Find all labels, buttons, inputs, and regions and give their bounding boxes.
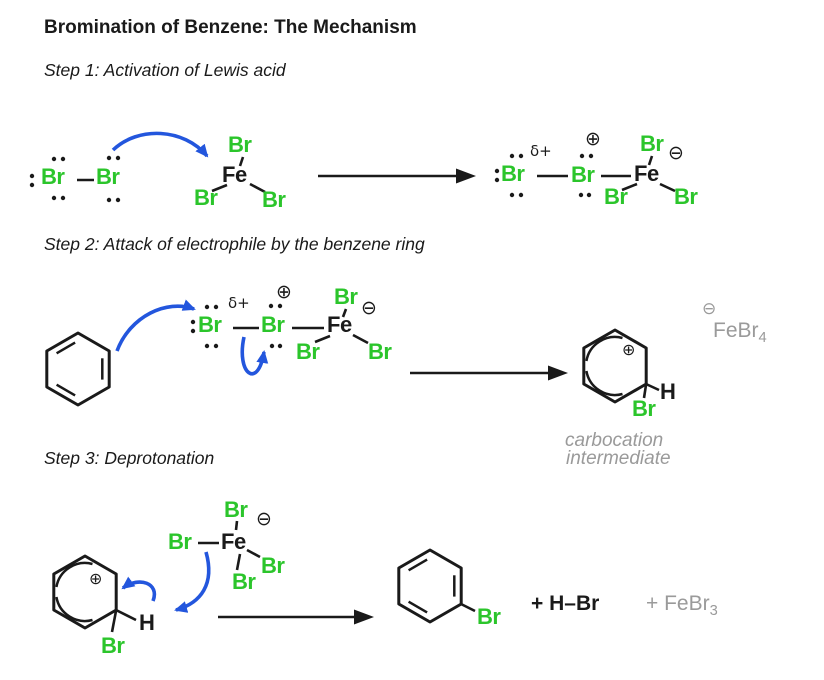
step3-label: Step 3: Deprotonation [44, 448, 215, 468]
br-atom: Br [168, 529, 192, 554]
br-atom: Br [41, 164, 65, 189]
bonds [233, 308, 369, 345]
carbocation-ring-step3 [52, 554, 137, 633]
activated-complex-step2 [190, 303, 369, 376]
fe-atom: Fe [327, 312, 352, 337]
br-atom: Br [501, 161, 525, 186]
activated-complex-step1 [494, 153, 676, 198]
plus-charge-icon: ⊕ [276, 281, 292, 303]
lone-pair-dots [29, 155, 121, 203]
lone-pair-dots [190, 303, 283, 349]
br-atom: Br [334, 284, 358, 309]
br-atom: Br [640, 131, 664, 156]
minus-charge-icon: ⊖ [668, 142, 684, 164]
br2-molecule [29, 155, 121, 203]
carbocation-ring-step2 [582, 328, 660, 404]
br-atom: Br [368, 339, 392, 364]
curved-arrow-benzene-to-br-icon [115, 299, 196, 352]
plus-hbr-label: + H–Br [531, 592, 600, 615]
br-atom: Br [632, 396, 656, 421]
br-atom: Br [224, 497, 248, 522]
bromobenzene-ring [397, 548, 476, 624]
step1-label: Step 1: Activation of Lewis acid [44, 60, 286, 80]
br-atom: Br [261, 312, 285, 337]
reaction-arrow-step2-icon [410, 365, 568, 381]
br-atom: Br [101, 633, 125, 658]
br-atom: Br [296, 339, 320, 364]
curved-arrow-bond-to-br-icon [240, 336, 269, 376]
bonds [537, 155, 676, 193]
br-atom: Br [194, 185, 218, 210]
carbocation-caption-line2: intermediate [566, 448, 671, 469]
benzene-ring [45, 331, 111, 407]
minus-charge-icon: ⊖ [702, 299, 717, 319]
fe-atom: Fe [634, 161, 659, 186]
carbocation-caption-line1: carbocation [565, 430, 664, 451]
febr3-bonds [211, 156, 266, 194]
curved-arrow-ch-to-ring-icon [121, 576, 157, 602]
br-atom: Br [232, 569, 256, 594]
plus-febr3-label: + FeBr3 [646, 592, 718, 620]
delta-plus-label: δ+ [530, 142, 552, 160]
plus-charge-icon: ⊕ [585, 128, 601, 150]
br-atom: Br [604, 184, 628, 209]
reaction-arrow-step3-icon [218, 609, 374, 625]
h-atom: H [660, 379, 676, 404]
delta-plus-label: δ+ [228, 294, 250, 312]
br-atom: Br [477, 604, 501, 629]
page-title: Bromination of Benzene: The Mechanism [44, 17, 417, 38]
fe-atom: Fe [222, 162, 247, 187]
br-atom: Br [261, 553, 285, 578]
reaction-arrow-step1-icon [318, 168, 476, 184]
minus-charge-icon: ⊖ [361, 297, 377, 319]
br-atom: Br [674, 184, 698, 209]
br-atom: Br [262, 187, 286, 212]
curved-arrow-br-to-h-icon [174, 551, 211, 613]
step2-label: Step 2: Attack of electrophile by the be… [44, 234, 425, 254]
br-atom: Br [96, 164, 120, 189]
febr4-anion-bonds [198, 520, 261, 571]
fe-atom: Fe [221, 529, 246, 554]
br-atom: Br [228, 132, 252, 157]
br-atom: Br [571, 162, 595, 187]
plus-charge-icon: ⊕ [622, 340, 636, 359]
plus-charge-icon: ⊕ [89, 569, 103, 588]
minus-charge-icon: ⊖ [256, 508, 272, 530]
h-atom: H [139, 610, 155, 635]
curved-arrow-br2-to-fe-icon [111, 131, 209, 158]
lone-pair-dots [494, 153, 594, 198]
br-atom: Br [198, 312, 222, 337]
febr4-anion-label: FeBr4 [713, 319, 767, 347]
